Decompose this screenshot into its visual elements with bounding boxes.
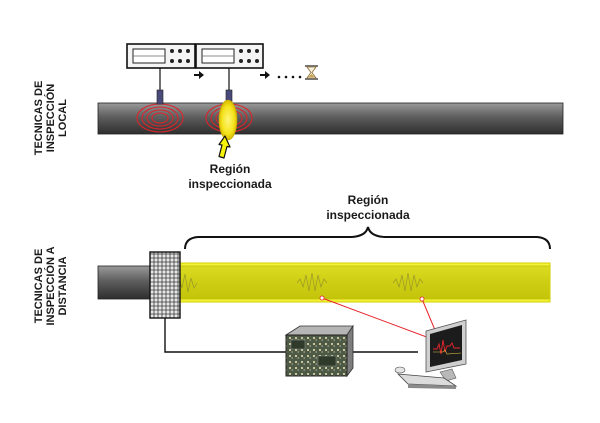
inspected-spot <box>218 99 238 141</box>
right-arrow-icon <box>260 71 270 79</box>
distance-region-line1: Región <box>347 193 389 207</box>
ultrasonic-instrument-icon <box>126 43 196 69</box>
local-title-line1: TECNICAS DE <box>33 80 45 156</box>
local-title-line2: INSPECCIÓN <box>45 83 57 153</box>
ellipsis-icon <box>277 75 302 79</box>
distance-region-line2: inspeccionada <box>326 208 410 222</box>
inspected-region <box>171 262 551 303</box>
probe <box>156 89 164 105</box>
distance-title-line3: DISTANCIA <box>57 256 69 316</box>
local-region-line2: inspeccionada <box>188 177 272 191</box>
local-title-line3: LOCAL <box>57 99 69 137</box>
ultrasonic-instrument-icon <box>195 43 264 69</box>
hourglass-icon <box>305 65 318 80</box>
local-region-line1: Región <box>209 162 251 176</box>
local-techniques-label: TECNICAS DE INSPECCIÓN LOCAL <box>33 43 69 193</box>
electronics-unit-icon <box>284 324 354 378</box>
right-arrow-icon <box>194 71 204 79</box>
computer-icon <box>394 319 467 389</box>
distance-techniques-label: TECNICAS DE INSPECCIÓN A DISTANCIA <box>33 211 69 361</box>
region-brace <box>184 226 551 250</box>
distance-title-line1: TECNICAS DE <box>33 248 45 324</box>
transducer-collar-icon <box>149 251 181 319</box>
distance-region-label: Región inspeccionada <box>308 193 428 223</box>
distance-title-line2: INSPECCIÓN A <box>45 246 57 326</box>
cable <box>164 318 286 353</box>
pointer-arrow <box>218 135 231 159</box>
local-region-label: Región inspeccionada <box>170 162 290 192</box>
